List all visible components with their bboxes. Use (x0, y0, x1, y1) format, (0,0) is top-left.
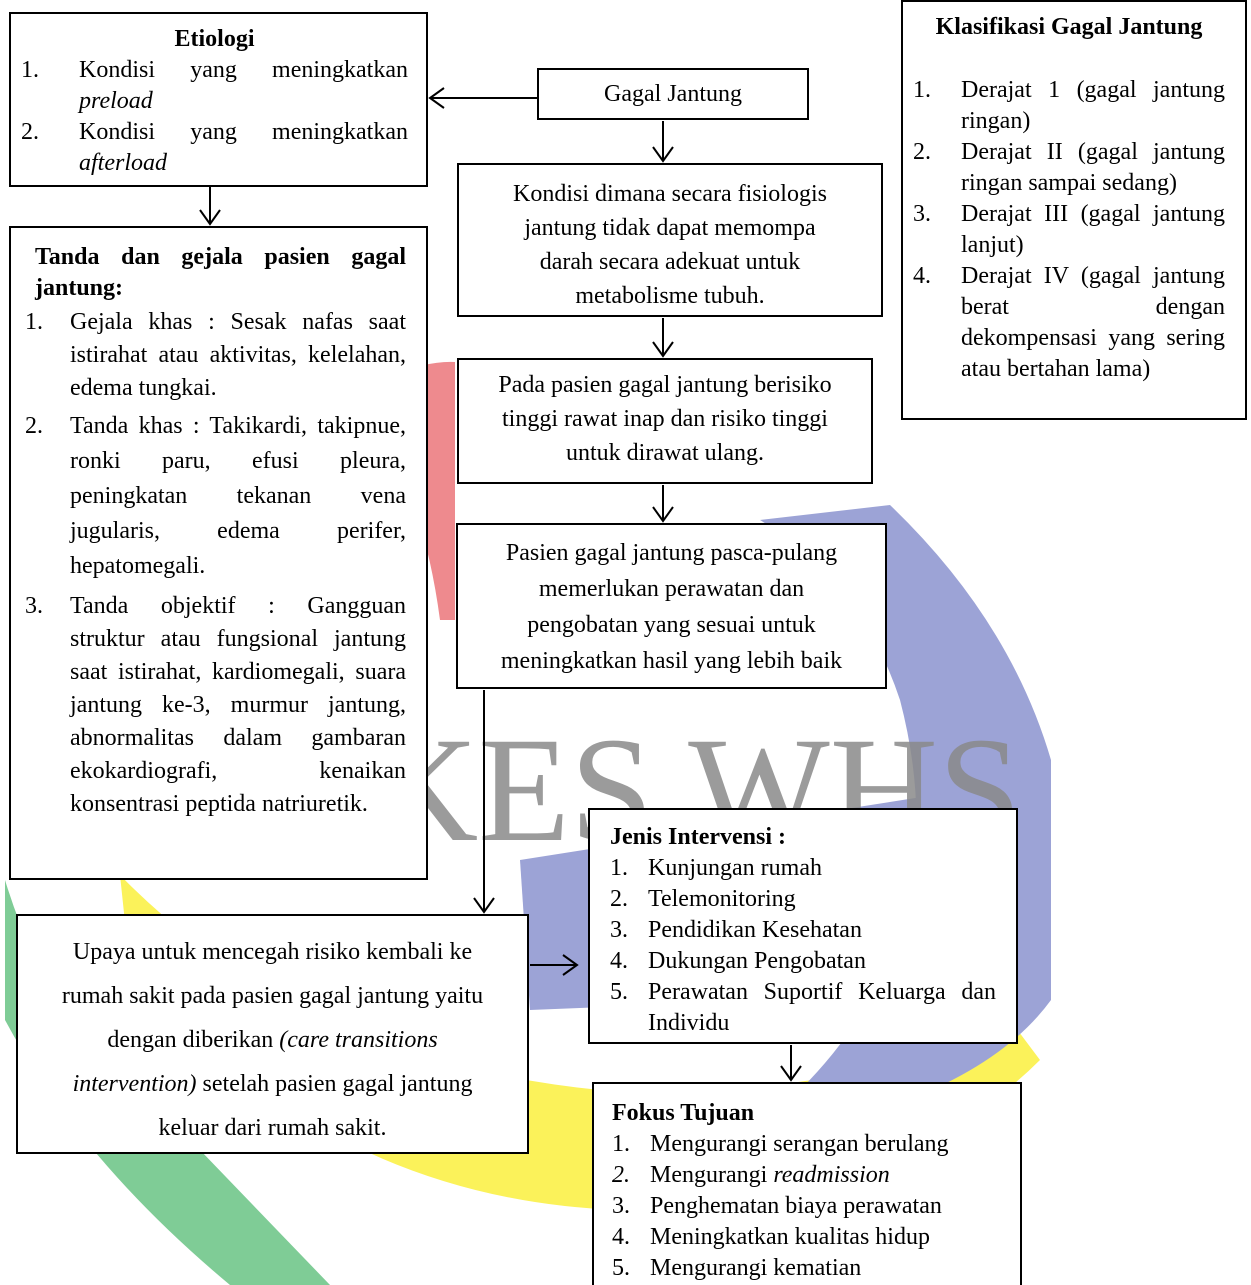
klasifikasi-text: Derajat III (gagal jantung lanjut) (961, 201, 1225, 258)
upaya-line: dengan diberikan (care transitions (18, 1018, 527, 1062)
definisi-box: Kondisi dimana secara fisiologis jantung… (457, 163, 883, 317)
fokus-box: Fokus Tujuan 1. Mengurangi serangan beru… (592, 1082, 1022, 1285)
definisi-line: metabolisme tubuh. (575, 283, 765, 309)
fokus-num: 4. (612, 1224, 630, 1250)
intervensi-text: Kunjungan rumah (648, 855, 822, 881)
tanda-gejala-box: Tanda dan gejala pasien gagal jantung: 1… (9, 226, 428, 880)
intervensi-text: Dukungan Pengobatan (648, 948, 866, 974)
intervensi-item: 2. Telemonitoring (610, 884, 996, 915)
fokus-text: Meningkatkan kualitas hidup (650, 1224, 930, 1250)
tanda-item: 3. Tanda objektif : Gangguan struktur at… (25, 590, 406, 821)
upaya-line: keluar dari rumah sakit. (158, 1115, 387, 1141)
tanda-text: Tanda khas : Takikardi, takipnue, ronki … (70, 413, 406, 579)
intervensi-text: Telemonitoring (648, 886, 796, 912)
intervensi-text: Perawatan Suportif Keluarga dan Individu (648, 979, 996, 1036)
fokus-item: 5. Mengurangi kematian (612, 1253, 1000, 1284)
intervensi-item: 3. Pendidikan Kesehatan (610, 915, 996, 946)
klasifikasi-item: 4. Derajat IV (gagal jantung berat denga… (913, 261, 1225, 385)
etiologi-italic: afterload (79, 150, 167, 176)
fokus-text: Mengurangi readmission (650, 1160, 1000, 1191)
fokus-italic: readmission (773, 1162, 890, 1188)
etiologi-title: Etiologi (174, 26, 255, 52)
tanda-item: 1. Gejala khas : Sesak nafas saat istira… (25, 306, 406, 405)
risiko-line: Pada pasien gagal jantung berisiko (498, 372, 832, 398)
upaya-italic: (care transitions (279, 1027, 438, 1053)
fokus-item: 2. Mengurangi readmission (612, 1160, 1000, 1191)
fokus-item: 4. Meningkatkan kualitas hidup (612, 1222, 1000, 1253)
klasifikasi-num: 2. (913, 139, 931, 165)
intervensi-item: 1. Kunjungan rumah (610, 853, 996, 884)
klasifikasi-item: 3. Derajat III (gagal jantung lanjut) (913, 199, 1225, 261)
pasca-pulang-line: memerlukan perawatan dan (538, 576, 805, 602)
watermark-red-band (350, 361, 455, 620)
klasifikasi-num: 4. (913, 263, 931, 289)
definisi-line: Kondisi dimana secara fisiologis (513, 181, 827, 207)
fokus-num: 2. (612, 1162, 630, 1188)
tanda-num: 2. (25, 413, 43, 439)
risiko-line: untuk dirawat ulang. (566, 440, 764, 466)
upaya-line: Upaya untuk mencegah risiko kembali ke (72, 939, 473, 965)
fokus-text: Mengurangi kematian (650, 1255, 862, 1281)
etiologi-item: 2. Kondisi yang meningkatkan afterload (21, 117, 408, 179)
etiologi-num: 2. (21, 119, 39, 145)
intervensi-box: Jenis Intervensi : 1. Kunjungan rumah 2.… (588, 808, 1018, 1044)
fokus-title: Fokus Tujuan (612, 1100, 755, 1126)
risiko-line: tinggi rawat inap dan risiko tinggi (502, 406, 828, 432)
etiologi-text: Kondisi yang meningkatkan (79, 57, 408, 83)
klasifikasi-title: Klasifikasi Gagal Jantung (935, 14, 1203, 40)
pasca-pulang-line: meningkatkan hasil yang lebih baik (500, 648, 843, 674)
klasifikasi-text: Derajat II (gagal jantung ringan sampai … (961, 139, 1225, 196)
klasifikasi-item: 1. Derajat 1 (gagal jantung ringan) (913, 75, 1225, 137)
fokus-text-plain: Mengurangi (650, 1162, 774, 1188)
klasifikasi-text: Derajat 1 (gagal jantung ringan) (961, 77, 1225, 134)
upaya-italic: intervention) (72, 1071, 197, 1097)
etiologi-num: 1. (21, 57, 39, 83)
tanda-text: Gejala khas : Sesak nafas saat istirahat… (70, 309, 406, 401)
klasifikasi-box: Klasifikasi Gagal Jantung 1. Derajat 1 (… (901, 0, 1247, 420)
gagal-jantung-box: Gagal Jantung (537, 68, 809, 120)
pasca-pulang-box: Pasien gagal jantung pasca-pulang memerl… (456, 523, 887, 689)
upaya-text: setelah pasien gagal jantung (196, 1071, 473, 1097)
intervensi-item: 5. Perawatan Suportif Keluarga dan Indiv… (610, 977, 996, 1039)
klasifikasi-item: 2. Derajat II (gagal jantung ringan samp… (913, 137, 1225, 199)
tanda-num: 1. (25, 309, 43, 335)
etiologi-item: 1. Kondisi yang meningkatkan preload (21, 55, 408, 117)
etiologi-box: Etiologi 1. Kondisi yang meningkatkan pr… (9, 12, 428, 187)
tanda-gejala-title: Tanda dan gejala pasien gagal jantung: (35, 244, 406, 301)
fokus-num: 1. (612, 1131, 630, 1157)
klasifikasi-num: 3. (913, 201, 931, 227)
intervensi-title: Jenis Intervensi : (610, 824, 786, 850)
upaya-box: Upaya untuk mencegah risiko kembali ke r… (16, 914, 529, 1154)
intervensi-text: Pendidikan Kesehatan (648, 917, 862, 943)
intervensi-num: 1. (610, 855, 628, 881)
fokus-item: 1. Mengurangi serangan berulang (612, 1129, 1000, 1160)
tanda-text: Tanda objektif : Gangguan struktur atau … (70, 593, 406, 817)
fokus-text: Mengurangi serangan berulang (650, 1131, 949, 1157)
etiologi-text: Kondisi yang meningkatkan (79, 119, 408, 145)
etiologi-italic: preload (79, 88, 153, 114)
fokus-num: 3. (612, 1193, 630, 1219)
fokus-text: Penghematan biaya perawatan (650, 1193, 942, 1219)
definisi-line: darah secara adekuat untuk (539, 249, 801, 275)
intervensi-num: 5. (610, 979, 628, 1005)
upaya-line: intervention) setelah pasien gagal jantu… (18, 1062, 527, 1106)
intervensi-num: 4. (610, 948, 628, 974)
pasca-pulang-line: Pasien gagal jantung pasca-pulang (505, 540, 838, 566)
upaya-text: dengan diberikan (107, 1027, 280, 1053)
tanda-num: 3. (25, 593, 43, 619)
definisi-line: jantung tidak dapat memompa (524, 215, 816, 241)
gagal-jantung-label: Gagal Jantung (604, 81, 742, 107)
intervensi-num: 3. (610, 917, 628, 943)
klasifikasi-text: Derajat IV (gagal jantung berat dengan d… (961, 263, 1225, 382)
upaya-line: rumah sakit pada pasien gagal jantung ya… (61, 983, 484, 1009)
fokus-item: 3. Penghematan biaya perawatan (612, 1191, 1000, 1222)
intervensi-item: 4. Dukungan Pengobatan (610, 946, 996, 977)
risiko-box: Pada pasien gagal jantung berisiko tingg… (457, 358, 873, 484)
fokus-num: 5. (612, 1255, 630, 1281)
klasifikasi-num: 1. (913, 77, 931, 103)
intervensi-num: 2. (610, 886, 628, 912)
pasca-pulang-line: pengobatan yang sesuai untuk (527, 612, 816, 638)
tanda-item: 2. Tanda khas : Takikardi, takipnue, ron… (25, 409, 406, 584)
